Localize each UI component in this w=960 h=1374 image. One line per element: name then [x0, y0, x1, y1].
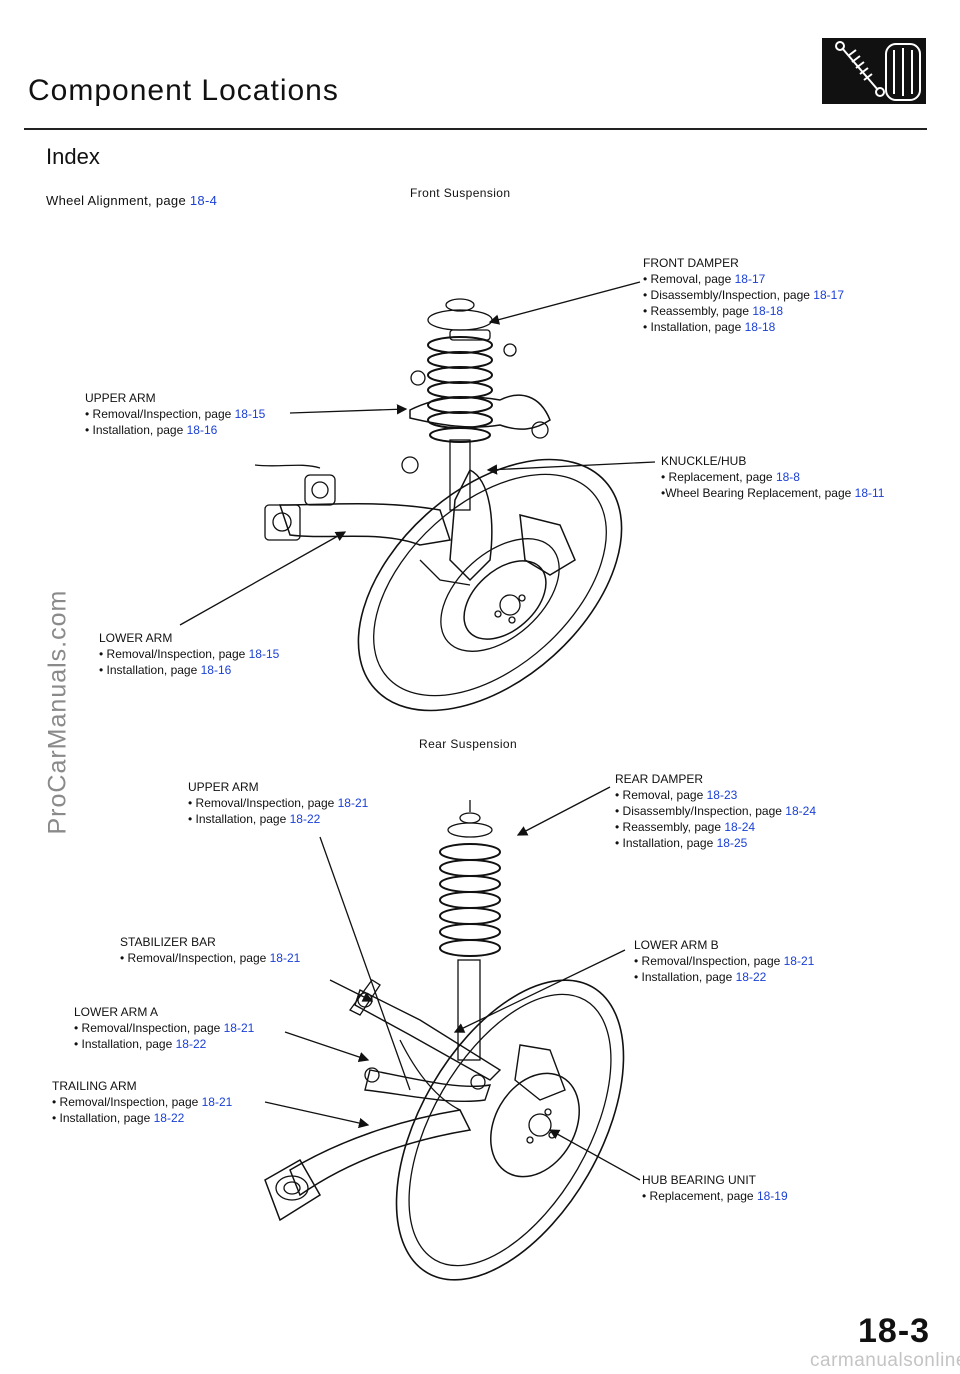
page-link[interactable]: 18-8 [775, 470, 800, 484]
callout-item: • Removal, page 18-17 [643, 272, 766, 286]
callout-item: • Removal/Inspection, page 18-21 [634, 954, 815, 968]
page-link[interactable]: 18-17 [813, 288, 844, 302]
stabilizer-bar-callout: STABILIZER BAR • Removal/Inspection, pag… [120, 934, 300, 966]
callout-item: •Wheel Bearing Replacement, page 18-11 [661, 486, 885, 500]
callout-item: • Installation, page 18-16 [85, 423, 218, 437]
callout-item: • Reassembly, page 18-18 [643, 304, 784, 318]
callout-item: • Removal, page 18-23 [615, 788, 738, 802]
front-damper-name: FRONT DAMPER [643, 256, 739, 270]
front-upper-arm-callout: UPPER ARM • Removal/Inspection, page 18-… [85, 390, 265, 438]
front-lower-arm-name: LOWER ARM [99, 631, 173, 645]
knuckle-hub-callout: KNUCKLE/HUB • Replacement, page 18-8 •Wh… [661, 453, 884, 501]
footer-watermark: carmanualsonline.info [810, 1350, 960, 1371]
page-link[interactable]: 18-21 [783, 954, 815, 968]
front-lower-arm-callout: LOWER ARM • Removal/Inspection, page 18-… [99, 630, 279, 678]
lower-arm-a-callout: LOWER ARM A • Removal/Inspection, page 1… [74, 1004, 254, 1052]
lower-arm-b-name: LOWER ARM B [634, 938, 719, 952]
callout-item: • Removal/Inspection, page 18-21 [188, 796, 369, 810]
page-link[interactable]: 18-24 [724, 820, 756, 834]
front-suspension-drawing [254, 298, 623, 712]
callout-item: • Installation, page 18-22 [52, 1111, 185, 1125]
callout-item: • Installation, page 18-22 [634, 970, 767, 984]
callout-item: • Reassembly, page 18-24 [615, 820, 756, 834]
page-link[interactable]: 18-15 [248, 647, 280, 661]
knuckle-hub-name: KNUCKLE/HUB [661, 454, 747, 468]
callout-item: • Disassembly/Inspection, page 18-17 [643, 288, 844, 302]
page-link[interactable]: 18-11 [854, 486, 885, 500]
page-link[interactable]: 18-22 [735, 970, 767, 984]
page-link[interactable]: 18-17 [734, 272, 766, 286]
stabilizer-bar-name: STABILIZER BAR [120, 935, 216, 949]
page-link[interactable]: 18-16 [186, 423, 218, 437]
page-link[interactable]: 18-18 [744, 320, 776, 334]
callout-item: • Installation, page 18-22 [188, 812, 321, 826]
hub-bearing-unit-name: HUB BEARING UNIT [642, 1173, 757, 1187]
page-link[interactable]: 18-15 [234, 407, 266, 421]
wheel-alignment-label: Wheel Alignment, page [46, 193, 190, 208]
rear-damper-callout: REAR DAMPER • Removal, page 18-23 • Disa… [615, 771, 816, 851]
page-link[interactable]: 18-18 [752, 304, 784, 318]
trailing-arm-callout: TRAILING ARM • Removal/Inspection, page … [52, 1078, 232, 1126]
page-link[interactable]: 18-21 [201, 1095, 233, 1109]
page-link[interactable]: 18-16 [200, 663, 232, 677]
lower-arm-b-callout: LOWER ARM B • Removal/Inspection, page 1… [634, 937, 814, 985]
wheel-alignment-ref: Wheel Alignment, page 18-4 [46, 193, 217, 208]
page-link[interactable]: 18-21 [223, 1021, 255, 1035]
trailing-arm-name: TRAILING ARM [52, 1079, 137, 1093]
page-link[interactable]: 18-24 [785, 804, 816, 818]
rear-upper-arm-name: UPPER ARM [188, 780, 259, 794]
lower-arm-a-name: LOWER ARM A [74, 1005, 159, 1019]
callout-item: • Installation, page 18-16 [99, 663, 232, 677]
page-title: Component Locations [28, 74, 339, 107]
callout-item: • Installation, page 18-18 [643, 320, 776, 334]
callout-item: • Disassembly/Inspection, page 18-24 [615, 804, 816, 818]
front-damper-callout: FRONT DAMPER • Removal, page 18-17 • Dis… [643, 255, 844, 335]
rear-damper-name: REAR DAMPER [615, 772, 704, 786]
rear-suspension-caption: Rear Suspension [419, 737, 518, 751]
callout-item: • Installation, page 18-22 [74, 1037, 207, 1051]
callout-item: • Installation, page 18-25 [615, 836, 748, 850]
page-link[interactable]: 18-19 [756, 1189, 788, 1203]
callout-item: • Replacement, page 18-19 [642, 1189, 788, 1203]
rear-suspension-drawing [264, 800, 625, 1281]
page-link[interactable]: 18-22 [289, 812, 321, 826]
page-link[interactable]: 18-21 [337, 796, 369, 810]
callout-item: • Removal/Inspection, page 18-21 [74, 1021, 255, 1035]
watermark: ProCarManuals.com [43, 589, 72, 835]
rear-upper-arm-callout: UPPER ARM • Removal/Inspection, page 18-… [188, 779, 368, 827]
front-suspension-caption: Front Suspension [410, 186, 511, 200]
section-heading: Index [46, 144, 100, 169]
callout-item: • Removal/Inspection, page 18-15 [85, 407, 266, 421]
page-link[interactable]: 18-22 [175, 1037, 207, 1051]
callout-item: • Removal/Inspection, page 18-15 [99, 647, 280, 661]
callout-item: • Removal/Inspection, page 18-21 [120, 951, 301, 965]
header-rule [24, 128, 927, 130]
hub-bearing-unit-callout: HUB BEARING UNIT • Replacement, page 18-… [642, 1172, 788, 1204]
page-link[interactable]: 18-22 [153, 1111, 185, 1125]
page-link[interactable]: 18-21 [269, 951, 301, 965]
callout-item: • Replacement, page 18-8 [661, 470, 800, 484]
page-link[interactable]: 18-23 [706, 788, 738, 802]
front-upper-arm-name: UPPER ARM [85, 391, 156, 405]
suspension-spring-tire-icon [822, 38, 926, 104]
page-number: 18-3 [858, 1312, 931, 1350]
page-link[interactable]: 18-25 [716, 836, 748, 850]
wheel-alignment-page-link[interactable]: 18-4 [189, 193, 218, 208]
callout-item: • Removal/Inspection, page 18-21 [52, 1095, 233, 1109]
